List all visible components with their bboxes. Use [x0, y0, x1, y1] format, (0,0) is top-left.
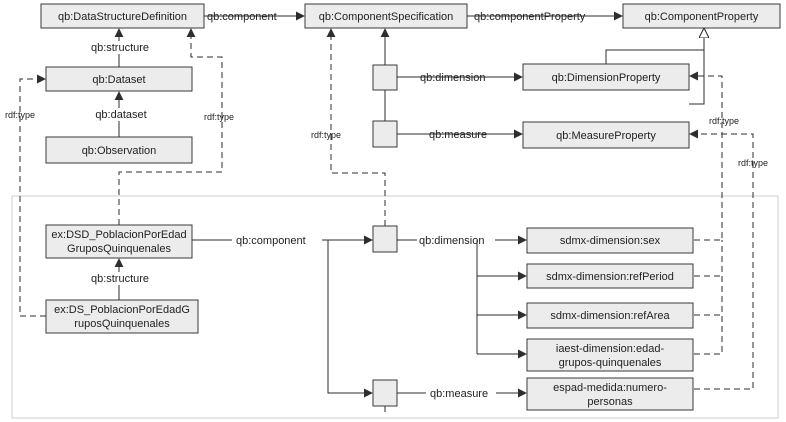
rdf-type-label-1: rdf:type — [5, 110, 35, 120]
edge-rdf-type-dsd — [118, 28, 223, 225]
blank-node-dimension-top — [372, 64, 398, 91]
node-dataset-label: qb:Dataset — [92, 74, 145, 86]
edge-dataset-label: qb:dataset — [95, 109, 146, 121]
node-dim-ref-area: sdmx-dimension:refArea — [526, 302, 694, 329]
node-component-property: qb:ComponentProperty — [622, 3, 781, 29]
node-component-property-label: qb:ComponentProperty — [645, 11, 759, 23]
node-dim-age-groups-line1: iaest-dimension:edad- — [556, 343, 665, 355]
edge-rdf-type-stub-age-groups — [694, 240, 723, 355]
edge-rdf-type-ds-dataset — [19, 74, 46, 317]
node-dim-ref-area-label: sdmx-dimension:refArea — [550, 310, 670, 322]
node-measure-property-label: qb:MeasureProperty — [556, 130, 656, 142]
node-component-spec-label: qb:ComponentSpecification — [319, 11, 454, 23]
node-dimension-property: qb:DimensionProperty — [522, 63, 690, 91]
node-dim-sex-label: sdmx-dimension:sex — [560, 235, 661, 247]
edge-component-top-label: qb:component — [207, 11, 277, 23]
blank-node-measure-top — [372, 120, 398, 148]
edge-measure-top-label: qb:measure — [429, 129, 487, 141]
rdf-type-label-3: rdf:type — [311, 130, 341, 140]
node-component-spec: qb:ComponentSpecification — [304, 3, 468, 29]
node-dsd-instance-line1: ex:DSD_PoblacionPorEdad — [51, 229, 186, 241]
node-measure-property: qb:MeasureProperty — [522, 121, 690, 149]
edge-measure-instance-label: qb:measure — [430, 388, 488, 400]
node-dsd-instance-line2: GruposQuinquenales — [67, 243, 171, 255]
instance-panel — [11, 195, 779, 419]
edge-component-property-label: qb:componentProperty — [474, 11, 586, 23]
node-dim-sex: sdmx-dimension:sex — [526, 227, 694, 254]
node-dimension-property-label: qb:DimensionProperty — [552, 72, 661, 84]
node-ds-instance: ex:DS_PoblacionPorEdadG ruposQuinquenale… — [45, 299, 199, 334]
node-observation: qb:Observation — [45, 136, 193, 164]
edge-subclass-dimension — [605, 29, 704, 64]
node-ds-instance-line1: ex:DS_PoblacionPorEdadG — [54, 304, 190, 316]
node-dsd-label: qb:DataStructureDefinition — [58, 11, 187, 23]
node-dsd: qb:DataStructureDefinition — [40, 3, 205, 29]
node-measure-persons-line2: personas — [587, 396, 633, 408]
node-dim-ref-period-label: sdmx-dimension:refPeriod — [546, 271, 674, 283]
edge-rdf-type-measure-property — [689, 129, 754, 390]
edge-dimension-instance-label: qb:dimension — [419, 235, 484, 247]
edge-rdf-type-component-spec — [326, 28, 386, 226]
rdf-type-label-4: rdf:type — [709, 116, 739, 126]
blank-node-dimension-instance — [372, 225, 398, 253]
node-measure-persons-line1: espad-medida:numero- — [553, 382, 667, 394]
node-dim-age-groups-line2: grupos-quinquenales — [559, 357, 662, 369]
edge-subclass-measure — [689, 29, 704, 105]
node-dim-ref-period: sdmx-dimension:refPeriod — [526, 263, 694, 289]
node-dim-age-groups: iaest-dimension:edad- grupos-quinquenale… — [526, 338, 694, 372]
blank-node-measure-instance — [372, 379, 398, 407]
edge-structure-instance-label: qb:structure — [91, 273, 149, 285]
edge-rdf-type-dimension-property — [689, 71, 723, 241]
rdf-type-label-2: rdf:type — [204, 112, 234, 122]
edge-structure-top-label: qb:structure — [91, 42, 149, 54]
node-ds-instance-line2: ruposQuinquenales — [74, 318, 170, 330]
node-measure-persons: espad-medida:numero- personas — [526, 377, 694, 411]
node-dsd-instance: ex:DSD_PoblacionPorEdad GruposQuinquenal… — [45, 224, 193, 259]
node-dataset: qb:Dataset — [45, 66, 193, 92]
node-observation-label: qb:Observation — [82, 145, 157, 157]
edge-component-instance-measure — [327, 240, 373, 398]
edge-component-instance-label: qb:component — [236, 235, 306, 247]
edge-dimension-top-label: qb:dimension — [420, 72, 485, 84]
rdf-type-label-5: rdf:type — [738, 158, 768, 168]
